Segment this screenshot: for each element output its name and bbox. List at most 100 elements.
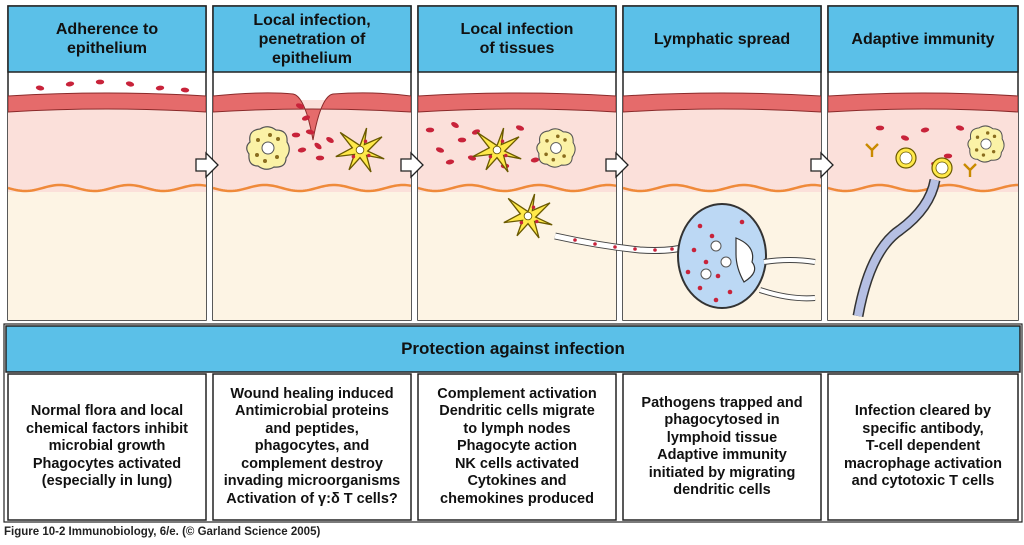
protection-banner: Protection against infection [401, 339, 625, 358]
description-1: Normal flora and local chemical factors … [8, 374, 206, 520]
description-line: invading microorganisms [223, 473, 401, 490]
granule [544, 152, 548, 157]
pathogen [297, 147, 307, 153]
engulfed-pathogen [367, 153, 371, 158]
trapped-pathogen [697, 285, 703, 291]
antibody-shape [865, 143, 879, 157]
trapped-pathogen [703, 259, 709, 265]
title-line: Lymphatic spread [653, 30, 791, 48]
title-line: Adherence to [55, 21, 159, 38]
title-line: Adaptive immunity [851, 30, 995, 48]
dendritic-cell [472, 127, 522, 173]
granule [263, 159, 267, 163]
pathogen [95, 79, 105, 85]
description-line: Dendritic cells migrate [439, 403, 595, 420]
engulfed-pathogen [504, 153, 508, 158]
description-line: phagocytes, and [254, 438, 370, 455]
vessel-pathogen [573, 238, 577, 242]
basement-membrane [418, 183, 616, 193]
tissue-band [8, 100, 206, 190]
engulfed-pathogen [531, 205, 536, 209]
description-4: Pathogens trapped and phagocytosed in ly… [623, 374, 821, 520]
dendritic-nucleus [492, 145, 502, 155]
granule [275, 155, 279, 159]
description-line: Normal flora and local [30, 403, 184, 420]
engulfed-pathogen [488, 154, 493, 159]
pathogen [900, 135, 910, 141]
phagocyte-nucleus [261, 141, 275, 155]
efferent-lymph [759, 288, 816, 301]
pathogen [314, 142, 322, 150]
tissue-edge [418, 185, 616, 192]
granule [992, 134, 997, 139]
trapped-pathogen [727, 289, 733, 295]
description-line: Activation of γ:δ T cells? [226, 490, 398, 507]
description-line: Cytokines and [467, 473, 567, 490]
description-line: Phagocytes activated [32, 455, 182, 472]
flow-arrow [195, 151, 219, 179]
engulfed-pathogen [351, 154, 356, 159]
description-line: chemical factors inhibit [26, 420, 188, 437]
phagocyte [246, 126, 290, 170]
phagocyte [536, 128, 576, 168]
trapped-pathogen [685, 269, 691, 275]
description-5: Infection cleared by specific antibody, … [828, 374, 1018, 520]
antibody-shape [963, 163, 977, 177]
description-line: (especially in lung) [41, 473, 173, 490]
tissue-edge [8, 185, 206, 192]
panel-header-4 [622, 5, 822, 73]
description-3: Complement activation Dendritic cells mi… [418, 374, 616, 520]
lymph-node-hilum [735, 237, 756, 283]
description-line: Phagocyte action [456, 438, 578, 455]
description-line: chemokines produced [440, 490, 594, 507]
pathogen [65, 81, 75, 87]
pathogen [35, 85, 45, 91]
pathogen [457, 137, 467, 143]
description-frame-5 [827, 373, 1019, 521]
pathogen [435, 147, 445, 153]
epithelium [213, 92, 411, 141]
epithelium [828, 92, 1018, 113]
pathogen [425, 127, 435, 133]
title-line: of tissues [479, 40, 555, 57]
panel-title-2: Local infection, penetration of epitheli… [213, 8, 411, 70]
flow-arrow [605, 151, 629, 179]
tissue-edge [213, 185, 411, 192]
lymphocyte-nucleus [899, 151, 913, 165]
basement-membrane [8, 183, 206, 193]
granule [563, 138, 567, 142]
pathogen [955, 125, 965, 131]
trapped-pathogen [709, 233, 715, 239]
flow-arrow [400, 151, 424, 179]
description-2: Wound healing induced Antimicrobial prot… [213, 374, 411, 520]
banner-frame [5, 325, 1021, 373]
granule [986, 131, 990, 135]
figure-caption: Figure 10-2 Immunobiology, 6/e. (© Garla… [4, 526, 321, 538]
lymphocyte-nucleus [935, 161, 949, 175]
tissue-band [418, 100, 616, 190]
vessel-pathogen [593, 242, 597, 246]
pathogen [295, 103, 305, 109]
description-line: Antimicrobial proteins [235, 403, 389, 420]
phagocyte [967, 125, 1005, 163]
lymphoid-cell [720, 256, 732, 268]
basement-membrane [828, 183, 1018, 193]
outer-frame [3, 323, 1023, 523]
engulfed-pathogen [535, 219, 539, 224]
pathogen [305, 129, 315, 135]
tissue-layers-1 [8, 79, 206, 320]
pathogen [326, 137, 334, 143]
granule [981, 153, 986, 157]
epithelium [623, 92, 821, 113]
tissue-band [623, 100, 821, 190]
description-line: Pathogens trapped and [641, 394, 803, 411]
dendritic-cell [335, 127, 385, 173]
dendritic-nucleus [523, 211, 533, 221]
dendritic-nucleus [355, 145, 365, 155]
epithelium [418, 92, 616, 113]
description-line: complement destroy [241, 455, 383, 472]
pathogen [155, 85, 165, 91]
granule [551, 157, 556, 162]
